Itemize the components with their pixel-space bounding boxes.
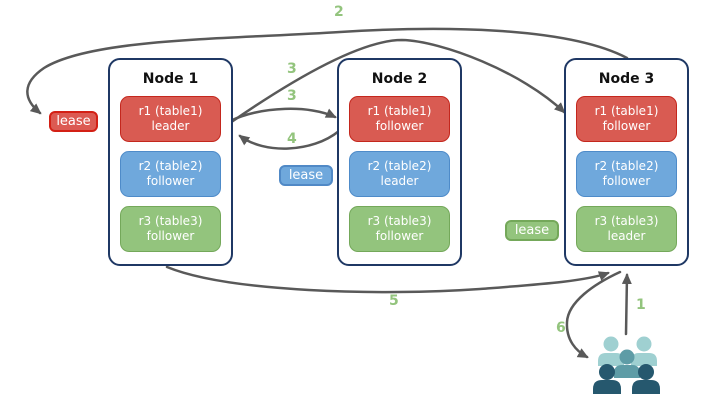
replica-role: leader <box>151 119 190 133</box>
step-label-6: 6 <box>556 320 566 336</box>
node-1-card: Node 1 r1 (table1) leader r2 (table2) fo… <box>108 58 233 266</box>
arrow-step2-node3-to-lease1 <box>26 27 629 115</box>
node-2-replica-r2: r2 (table2) leader <box>349 151 450 197</box>
step-label-3b: 3 <box>287 88 297 104</box>
arrow-step3-node1-to-node2 <box>228 107 337 123</box>
arrow-step3-node1-to-node3 <box>228 38 566 125</box>
arrow-step5-node1-to-node3 <box>165 265 610 294</box>
replica-name: r1 (table1) <box>367 103 432 118</box>
step-label-3a: 3 <box>287 61 297 77</box>
node-1-replica-r3: r3 (table3) follower <box>120 206 221 252</box>
replica-role: follower <box>602 174 651 188</box>
replica-name: r1 (table1) <box>138 103 203 118</box>
node-1-replica-r1: r1 (table1) leader <box>120 96 221 142</box>
replica-role: follower <box>602 119 651 133</box>
replica-role: follower <box>146 174 195 188</box>
node-3-replica-r1: r1 (table1) follower <box>576 96 677 142</box>
lease-badge-r2: lease <box>279 165 333 186</box>
lease-badge-r1: lease <box>49 111 98 132</box>
step-label-4: 4 <box>287 131 297 147</box>
replica-name: r2 (table2) <box>367 158 432 173</box>
arrow-step1-users-to-node3 <box>621 273 632 336</box>
replica-name: r2 (table2) <box>594 158 659 173</box>
node-3-card: Node 3 r1 (table1) follower r2 (table2) … <box>564 58 689 266</box>
replica-name: r1 (table1) <box>594 103 659 118</box>
node-3-replica-r2: r2 (table2) follower <box>576 151 677 197</box>
replica-role: leader <box>380 174 419 188</box>
users-icon <box>593 336 660 394</box>
replica-name: r3 (table3) <box>594 213 659 228</box>
node-2-replica-r1: r1 (table1) follower <box>349 96 450 142</box>
step-label-1: 1 <box>636 297 646 313</box>
replica-role: follower <box>375 119 424 133</box>
step-label-5: 5 <box>389 293 399 309</box>
replica-role: follower <box>375 229 424 243</box>
node-2-replica-r3: r3 (table3) follower <box>349 206 450 252</box>
node-2-card: Node 2 r1 (table1) follower r2 (table2) … <box>337 58 462 266</box>
node-2-title: Node 2 <box>371 71 428 87</box>
node-1-replica-r2: r2 (table2) follower <box>120 151 221 197</box>
replica-name: r3 (table3) <box>367 213 432 228</box>
replica-role: leader <box>607 229 646 243</box>
replica-name: r3 (table3) <box>138 213 203 228</box>
replica-name: r2 (table2) <box>138 158 203 173</box>
arrow-step6-node3-to-users <box>565 270 622 359</box>
node-3-title: Node 3 <box>598 71 655 87</box>
replica-role: follower <box>146 229 195 243</box>
arrow-step4-node2-to-node1 <box>238 129 341 150</box>
node-3-replica-r3: r3 (table3) leader <box>576 206 677 252</box>
node-1-title: Node 1 <box>142 71 199 87</box>
step-label-2: 2 <box>334 4 344 20</box>
lease-badge-r3: lease <box>505 220 559 241</box>
